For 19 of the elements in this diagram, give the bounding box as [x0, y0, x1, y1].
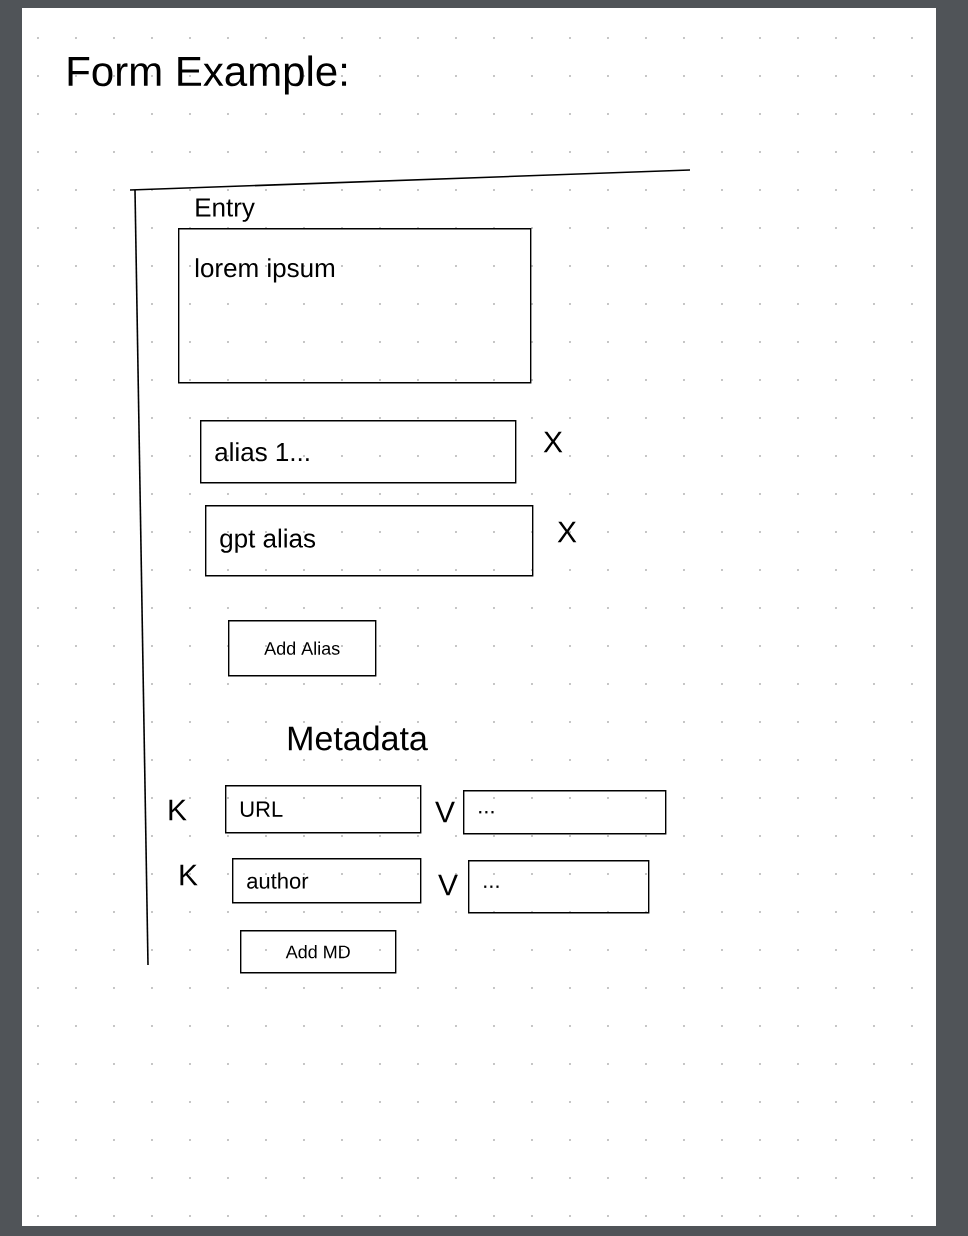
field-prefix: K — [169, 799, 187, 821]
input-field: ... — [468, 860, 650, 914]
button: Add MD — [240, 930, 397, 974]
delete-mark: X — [557, 521, 577, 543]
field-prefix: K — [180, 864, 198, 886]
form-panel — [129, 169, 691, 966]
button: Add Alias — [228, 620, 377, 677]
input-field: ... — [463, 790, 667, 835]
section-heading: Metadata — [288, 725, 428, 751]
field-label: Entry — [196, 198, 255, 222]
input-field: author — [232, 858, 422, 904]
field-prefix: V — [438, 874, 458, 896]
input-field: alias 1... — [200, 420, 517, 484]
delete-mark: X — [543, 431, 563, 453]
text-area: lorem ipsum — [178, 228, 532, 384]
input-field: gpt alias — [205, 505, 534, 577]
input-field: URL — [225, 785, 422, 834]
field-prefix: V — [435, 801, 455, 823]
title: Form Example: — [68, 55, 347, 95]
